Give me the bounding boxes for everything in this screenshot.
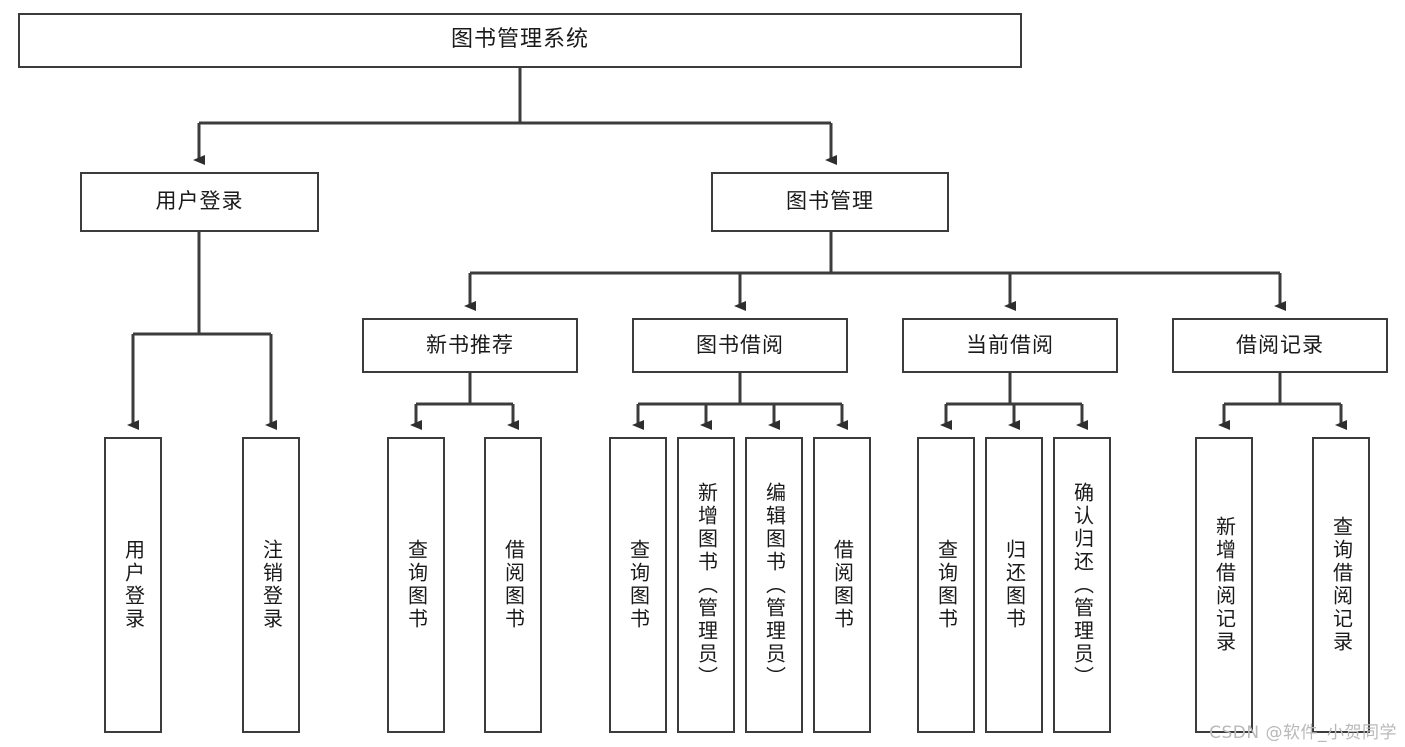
node-label: 图书借阅 bbox=[696, 332, 784, 357]
leaf-book-borrow-add-book[interactable]: 新增图书（管理员） bbox=[677, 437, 735, 733]
node-label: 新增借阅记录 bbox=[1212, 516, 1237, 654]
node-label: 图书管理系统 bbox=[450, 27, 589, 53]
node-book-management[interactable]: 图书管理 bbox=[711, 172, 949, 232]
node-root-system[interactable]: 图书管理系统 bbox=[18, 13, 1022, 68]
leaf-current-borrow-confirm-return[interactable]: 确认归还（管理员） bbox=[1053, 437, 1111, 733]
node-label: 查询图书 bbox=[404, 539, 429, 631]
leaf-book-borrow-edit-book[interactable]: 编辑图书（管理员） bbox=[745, 437, 803, 733]
node-user-login[interactable]: 用户登录 bbox=[80, 172, 319, 232]
node-label: 新增图书（管理员） bbox=[694, 481, 719, 689]
node-label: 注销登录 bbox=[259, 539, 284, 631]
node-borrow-record[interactable]: 借阅记录 bbox=[1172, 318, 1388, 373]
leaf-borrow-record-add-record[interactable]: 新增借阅记录 bbox=[1195, 437, 1253, 733]
node-label: 编辑图书（管理员） bbox=[762, 481, 787, 689]
leaf-user-login-login[interactable]: 用户登录 bbox=[104, 437, 162, 733]
leaf-book-borrow-query-book[interactable]: 查询图书 bbox=[609, 437, 667, 733]
leaf-book-borrow-borrow-book[interactable]: 借阅图书 bbox=[813, 437, 871, 733]
node-label: 新书推荐 bbox=[426, 332, 514, 357]
node-label: 查询图书 bbox=[626, 539, 651, 631]
leaf-user-login-logout[interactable]: 注销登录 bbox=[242, 437, 300, 733]
leaf-current-borrow-return-book[interactable]: 归还图书 bbox=[985, 437, 1043, 733]
node-new-book-recommend[interactable]: 新书推荐 bbox=[362, 318, 578, 373]
node-label: 图书管理 bbox=[786, 189, 874, 214]
node-label: 归还图书 bbox=[1002, 539, 1027, 631]
node-label: 借阅图书 bbox=[501, 539, 526, 631]
leaf-borrow-record-query-record[interactable]: 查询借阅记录 bbox=[1312, 437, 1370, 733]
node-label: 借阅图书 bbox=[830, 539, 855, 631]
node-current-borrow[interactable]: 当前借阅 bbox=[902, 318, 1118, 373]
leaf-new-book-query-book[interactable]: 查询图书 bbox=[387, 437, 445, 733]
node-label: 查询图书 bbox=[934, 539, 959, 631]
node-label: 查询借阅记录 bbox=[1329, 516, 1354, 654]
leaf-current-borrow-query-book[interactable]: 查询图书 bbox=[917, 437, 975, 733]
leaf-new-book-borrow-book[interactable]: 借阅图书 bbox=[484, 437, 542, 733]
node-label: 借阅记录 bbox=[1236, 332, 1324, 357]
node-book-borrow[interactable]: 图书借阅 bbox=[632, 318, 848, 373]
node-label: 当前借阅 bbox=[966, 332, 1054, 357]
node-label: 用户登录 bbox=[155, 189, 244, 214]
watermark: CSDN @软件_小贺同学 bbox=[1209, 723, 1397, 743]
node-label: 确认归还（管理员） bbox=[1070, 481, 1095, 689]
node-label: 用户登录 bbox=[121, 539, 146, 631]
